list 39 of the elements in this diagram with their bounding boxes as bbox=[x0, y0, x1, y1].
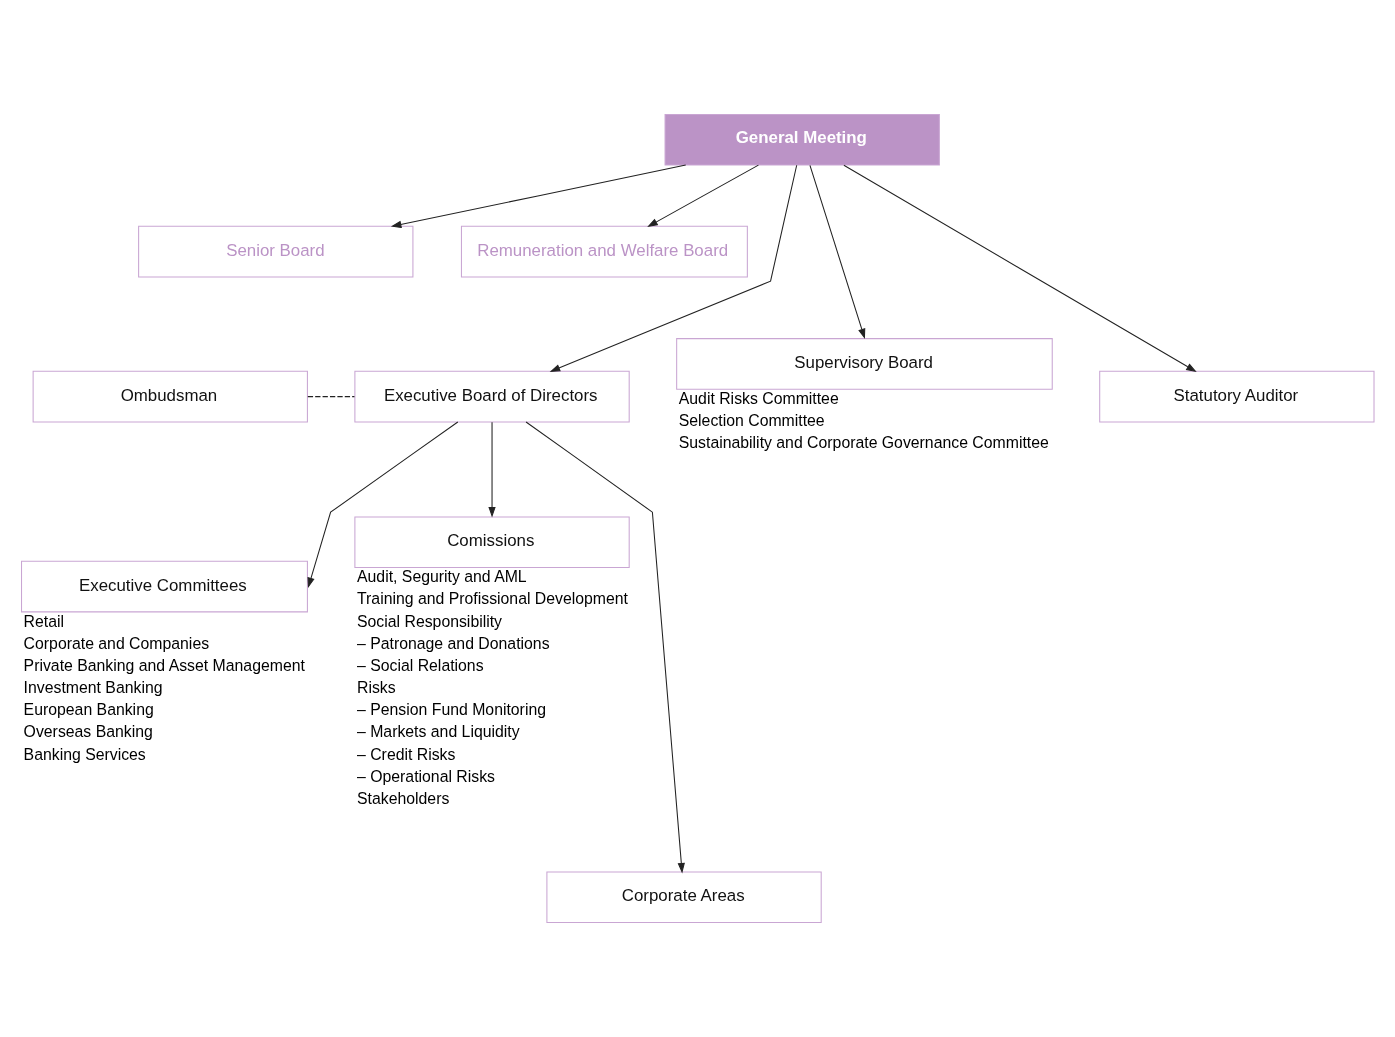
node-label: – Social Relations bbox=[357, 656, 484, 674]
node-label: Social Responsibility bbox=[357, 612, 503, 630]
node-label: Corporate and Companies bbox=[23, 634, 210, 652]
node-label: – Pension Fund Monitoring bbox=[357, 701, 546, 719]
node-box: Ombudsman bbox=[32, 370, 308, 423]
node-label: Private Banking and Asset Management bbox=[23, 656, 305, 674]
node-box: Remuneration and Welfare Board bbox=[460, 225, 748, 278]
node-box: Executive Committees bbox=[21, 560, 308, 613]
node-label: Retail bbox=[23, 612, 65, 630]
node-label: Audit Risks Committee bbox=[678, 390, 839, 408]
node-label: – Operational Risks bbox=[357, 767, 495, 785]
node-label: – Credit Risks bbox=[357, 745, 456, 763]
node-label: – Patronage and Donations bbox=[357, 634, 550, 652]
node-label: Stakeholders bbox=[357, 789, 450, 807]
connector bbox=[307, 396, 355, 398]
arrow bbox=[525, 421, 685, 874]
node-label: – Markets and Liquidity bbox=[357, 723, 520, 741]
node-label: European Banking bbox=[23, 701, 154, 719]
arrow bbox=[843, 164, 1197, 373]
node-label: Investment Banking bbox=[23, 679, 163, 697]
node-label: Audit, Segurity and AML bbox=[357, 568, 527, 586]
node-label: Risks bbox=[357, 679, 396, 697]
arrow bbox=[307, 421, 459, 589]
node-box: Comissions bbox=[354, 516, 630, 569]
node-box: Statutory Auditor bbox=[1099, 370, 1375, 423]
arrow bbox=[488, 421, 496, 518]
node-label: Selection Committee bbox=[678, 412, 825, 430]
arrow bbox=[390, 164, 687, 228]
node-label: Sustainability and Corporate Governance Committee bbox=[678, 434, 1049, 452]
node-label: Banking Services bbox=[23, 745, 146, 763]
node-box: Supervisory Board bbox=[676, 338, 1053, 390]
arrow bbox=[809, 164, 866, 340]
node-box: Senior Board bbox=[138, 225, 414, 278]
node-label: Overseas Banking bbox=[23, 723, 153, 741]
arrow bbox=[549, 164, 798, 372]
node-box: Corporate Areas bbox=[546, 871, 822, 924]
node-box: Executive Board of Directors bbox=[354, 370, 630, 423]
arrow bbox=[647, 164, 759, 228]
node-label: Training and Profissional Development bbox=[357, 590, 629, 608]
